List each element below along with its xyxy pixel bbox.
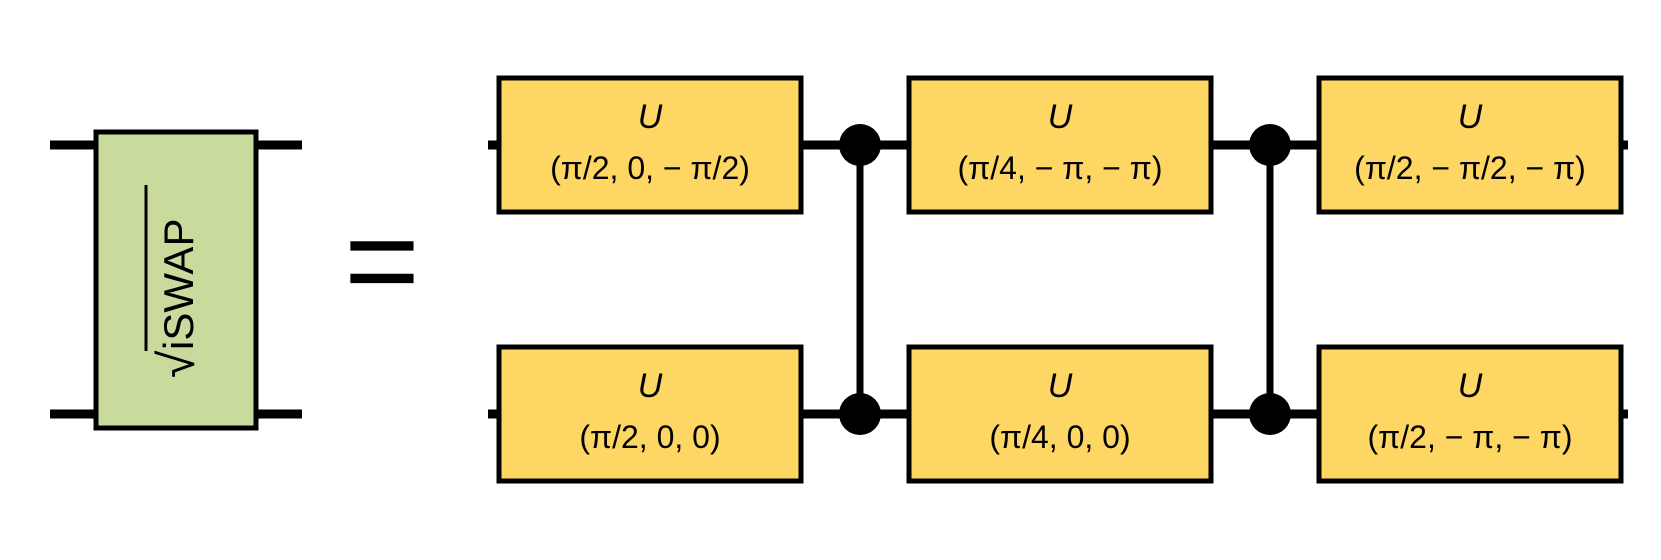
u-gate-box xyxy=(1316,344,1624,484)
u-gate-box xyxy=(1316,75,1624,215)
control-dot xyxy=(839,124,881,166)
cz-gate xyxy=(839,124,881,435)
u-gate: U (π/2, 0, − π/2) xyxy=(496,75,804,215)
u-gate: U (π/2, − π, − π) xyxy=(1316,344,1624,484)
u-gate-params: (π/2, 0, 0) xyxy=(579,419,720,455)
u-gate-box xyxy=(906,75,1214,215)
sqrt-iswap-gate xyxy=(93,129,259,431)
u-gate: U (π/2, 0, 0) xyxy=(496,344,804,484)
u-gate-params: (π/4, 0, 0) xyxy=(989,419,1130,455)
control-dot xyxy=(1249,124,1291,166)
u-gate: U (π/2, − π/2, − π) xyxy=(1316,75,1624,215)
u-gates: U (π/2, 0, − π/2) U (π/4, − π, − π) U (π/2, −… xyxy=(496,75,1624,484)
controlled-z-gates xyxy=(839,124,1291,435)
u-gate-params: (π/2, − π, − π) xyxy=(1368,419,1573,455)
u-gate: U (π/4, 0, 0) xyxy=(906,344,1214,484)
u-gate-box xyxy=(496,344,804,484)
lhs-circuit: √ iSWAP xyxy=(50,129,302,431)
control-dot xyxy=(839,393,881,435)
u-gate-name: U xyxy=(638,98,663,136)
rhs-circuit: U (π/2, 0, − π/2) U (π/4, − π, − π) U (π/2, −… xyxy=(488,75,1628,484)
sqrt-radical-symbol: √ xyxy=(149,350,205,378)
u-gate-params: (π/2, − π/2, − π) xyxy=(1354,150,1586,186)
u-gate: U (π/4, − π, − π) xyxy=(906,75,1214,215)
u-gate-params: (π/2, 0, − π/2) xyxy=(550,150,750,186)
cz-gate xyxy=(1249,124,1291,435)
u-gate-box xyxy=(906,344,1214,484)
u-gate-name: U xyxy=(1458,98,1483,136)
u-gate-name: U xyxy=(638,367,663,405)
control-dot xyxy=(1249,393,1291,435)
u-gate-name: U xyxy=(1048,98,1073,136)
sqrt-iswap-label: √ iSWAP xyxy=(144,185,205,378)
u-gate-box xyxy=(496,75,804,215)
equals-sign: = xyxy=(344,187,420,333)
u-gate-params: (π/4, − π, − π) xyxy=(958,150,1163,186)
u-gate-name: U xyxy=(1048,367,1073,405)
iswap-text: iSWAP xyxy=(155,219,202,350)
u-gate-name: U xyxy=(1458,367,1483,405)
